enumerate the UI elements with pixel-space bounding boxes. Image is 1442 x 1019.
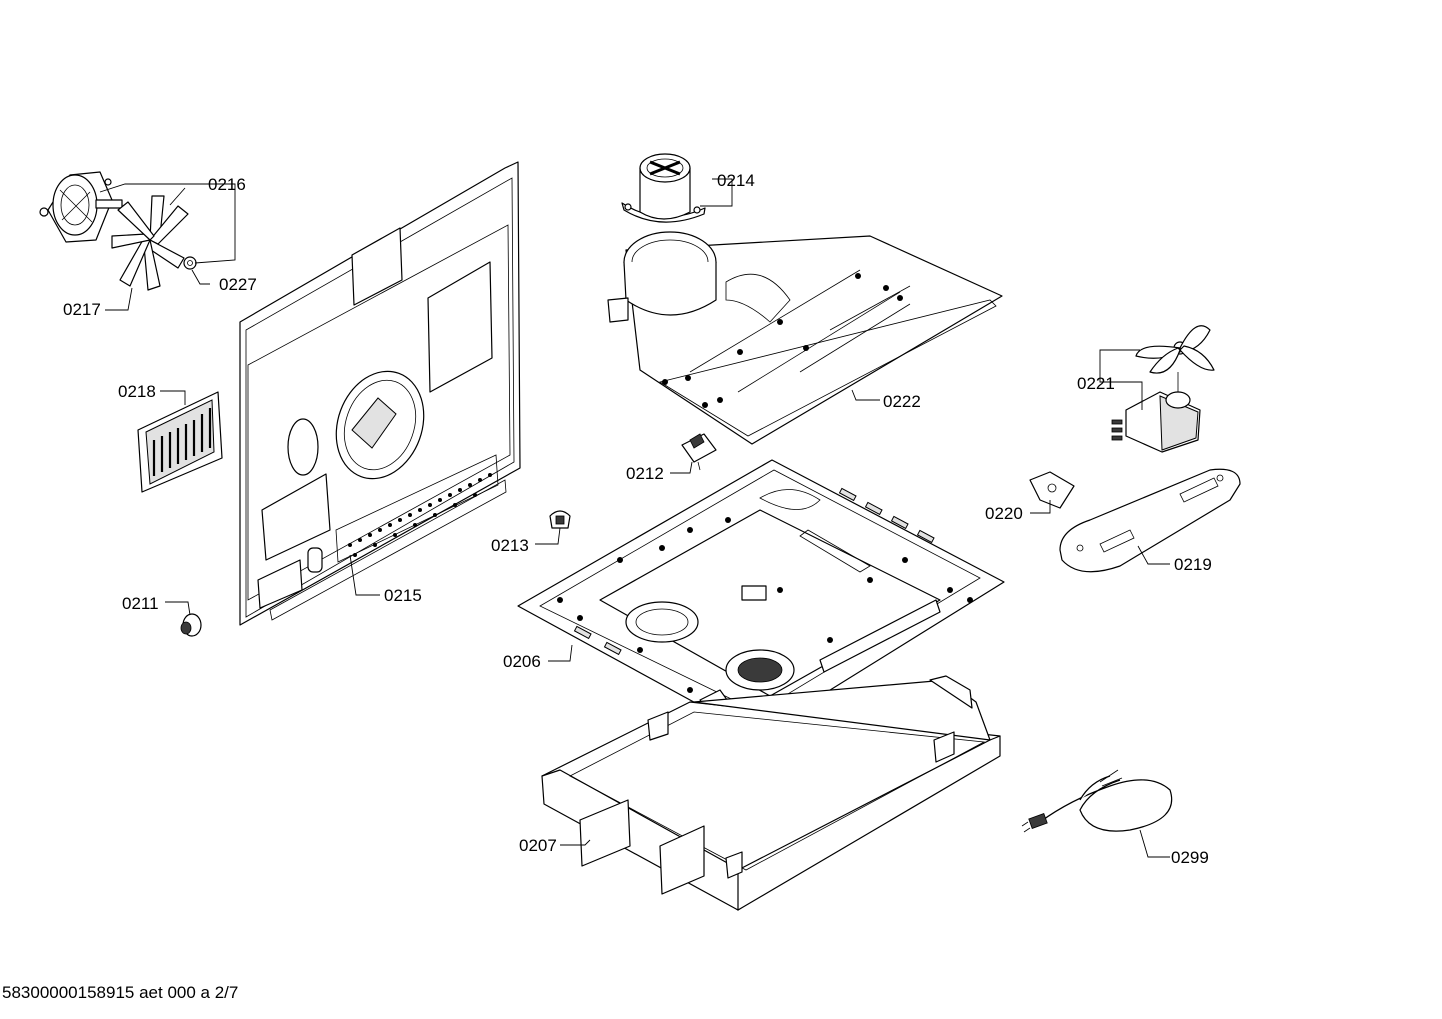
clip-part <box>549 510 571 529</box>
leader-lines <box>99 178 1170 858</box>
label-0213: 0213 <box>491 536 529 555</box>
mounting-bracket-part <box>1029 471 1075 509</box>
label-0227: 0227 <box>219 275 257 294</box>
label-0216: 0216 <box>208 175 246 194</box>
label-0221: 0221 <box>1077 374 1115 393</box>
mounting-plate-part <box>1059 468 1241 573</box>
fan-blade-part <box>111 195 189 291</box>
label-0299: 0299 <box>1171 848 1209 867</box>
thermostat-part <box>681 433 717 471</box>
label-0222: 0222 <box>883 392 921 411</box>
small-cap-part <box>180 613 202 637</box>
bottom-tray-part <box>541 675 1001 911</box>
fan-housing-ring-part <box>621 153 706 223</box>
label-0220: 0220 <box>985 504 1023 523</box>
label-0215: 0215 <box>384 586 422 605</box>
rear-panel-part <box>239 161 521 626</box>
label-0207: 0207 <box>519 836 557 855</box>
label-0217: 0217 <box>63 300 101 319</box>
cooling-fan-motor-part <box>1111 325 1215 453</box>
document-footer: 58300000158915 aet 000 a 2/7 <box>2 983 238 1002</box>
label-0211: 0211 <box>122 594 159 613</box>
label-0212: 0212 <box>626 464 664 483</box>
label-0219: 0219 <box>1174 555 1212 574</box>
fan-nut-part <box>183 256 197 270</box>
power-cord-part <box>1021 769 1173 833</box>
label-0218: 0218 <box>118 382 156 401</box>
air-duct-cover-part <box>607 231 1003 445</box>
grille-cover-part <box>137 391 223 493</box>
label-0206: 0206 <box>503 652 541 671</box>
convection-fan-motor-part <box>39 171 123 243</box>
base-plate-part <box>517 459 1005 737</box>
perforation-dots <box>348 473 492 557</box>
label-0214: 0214 <box>717 171 755 190</box>
